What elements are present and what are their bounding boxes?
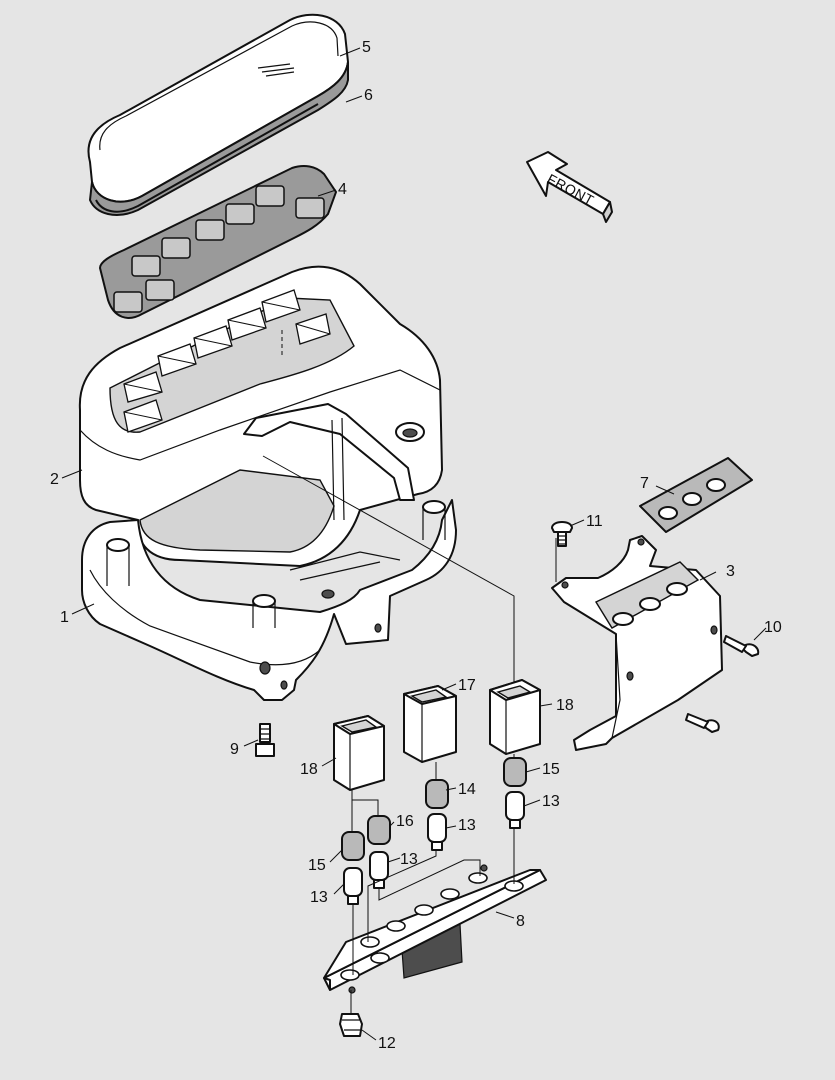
part-13-bulb-b bbox=[505, 791, 525, 829]
callout-18-left: 18 bbox=[300, 761, 318, 778]
part-17-cap bbox=[403, 685, 457, 763]
front-direction-arrow: FRONT bbox=[526, 151, 613, 223]
callout-17: 17 bbox=[458, 677, 476, 694]
part-18-cap-right bbox=[489, 679, 541, 755]
callout-4: 4 bbox=[338, 181, 347, 198]
callout-3: 3 bbox=[726, 563, 735, 580]
part-15-lens-right bbox=[503, 757, 527, 787]
part-8-circuit-board bbox=[323, 864, 547, 994]
callout-14: 14 bbox=[458, 781, 476, 798]
part-15-lens-left bbox=[341, 831, 365, 861]
callout-numbers: 5 6 4 2 1 3 7 11 10 9 18 17 18 15 14 13 … bbox=[50, 39, 782, 1052]
part-2-upper-housing bbox=[78, 265, 443, 567]
callout-2: 2 bbox=[50, 471, 59, 488]
part-3-bracket bbox=[551, 535, 723, 751]
part-14-lens bbox=[425, 779, 449, 809]
assembly-guide-lines bbox=[262, 330, 557, 1014]
bracket-lower-screw bbox=[685, 713, 720, 733]
callout-18-right: 18 bbox=[556, 697, 574, 714]
callout-11: 11 bbox=[586, 513, 603, 530]
part-10-screw bbox=[723, 635, 760, 657]
callout-15-right: 15 bbox=[542, 761, 560, 778]
part-7-gasket bbox=[639, 457, 753, 533]
part-13-bulb-d bbox=[343, 867, 363, 905]
part-1-lower-housing bbox=[81, 499, 457, 701]
callout-13-inner: 13 bbox=[400, 851, 418, 868]
part-13-bulb-a bbox=[427, 813, 447, 851]
part-16-lens bbox=[367, 815, 391, 845]
part-11-screw bbox=[551, 521, 573, 547]
callout-16: 16 bbox=[396, 813, 414, 830]
callout-10: 10 bbox=[764, 619, 782, 636]
callout-12: 12 bbox=[378, 1035, 396, 1052]
callout-7: 7 bbox=[640, 475, 649, 492]
callout-6: 6 bbox=[364, 87, 373, 104]
callout-13-left: 13 bbox=[310, 889, 328, 906]
callout-5: 5 bbox=[362, 39, 371, 56]
part-13-bulb-c bbox=[369, 851, 389, 889]
callout-13-right: 13 bbox=[542, 793, 560, 810]
callout-leader-lines bbox=[61, 47, 767, 1041]
callout-9: 9 bbox=[230, 741, 239, 758]
part-6-seal bbox=[88, 61, 349, 216]
callout-15-left: 15 bbox=[308, 857, 326, 874]
front-label: FRONT bbox=[545, 171, 597, 209]
part-12-connector bbox=[339, 1013, 363, 1037]
part-4-membrane-keypad bbox=[98, 165, 338, 319]
callout-8: 8 bbox=[516, 913, 525, 930]
part-18-cap-left bbox=[333, 715, 385, 791]
callout-13-mid: 13 bbox=[458, 817, 476, 834]
callout-1: 1 bbox=[60, 609, 69, 626]
part-9-screw bbox=[255, 723, 275, 757]
